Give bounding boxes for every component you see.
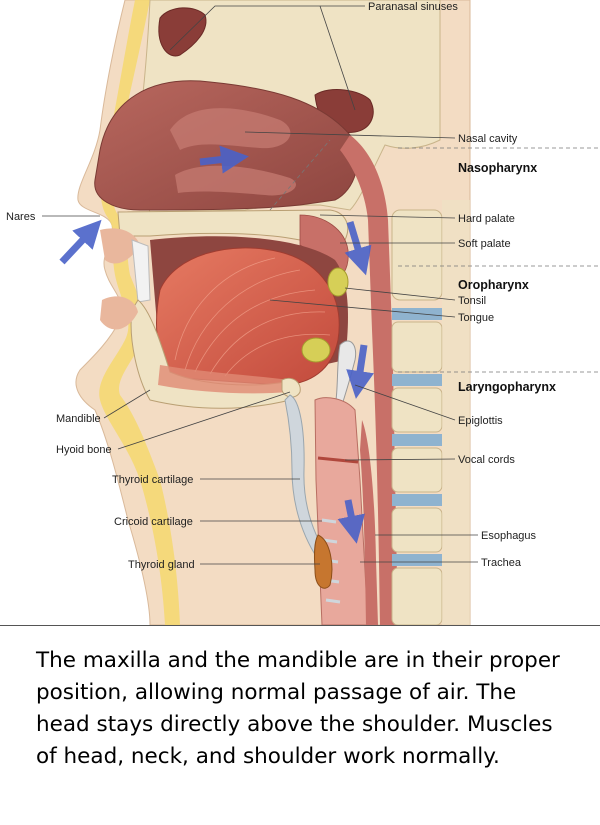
- label-epiglottis: Epiglottis: [458, 415, 503, 427]
- label-nares: Nares: [6, 211, 36, 223]
- caption-text: The maxilla and the mandible are in thei…: [36, 648, 560, 769]
- label-cricoid-cartilage: Cricoid cartilage: [114, 516, 193, 528]
- label-hyoid-bone: Hyoid bone: [56, 444, 112, 456]
- label-nasal-cavity: Nasal cavity: [458, 133, 518, 145]
- tongue-shape: [156, 247, 340, 386]
- pharyngeal-wall: [340, 135, 398, 625]
- lower-lip: [100, 296, 138, 330]
- lingual-tonsil-shape: [301, 337, 331, 363]
- label-laryngopharynx: Laryngopharynx: [458, 380, 556, 394]
- label-mandible: Mandible: [56, 413, 101, 425]
- esophagus-shape: [360, 420, 378, 625]
- frontal-sinus: [158, 7, 207, 57]
- airflow-arrows: [59, 145, 374, 544]
- label-oropharynx: Oropharynx: [458, 278, 529, 292]
- airflow-arrow-oropharynx: [346, 344, 374, 399]
- label-trachea: Trachea: [481, 557, 522, 569]
- airflow-arrow-nares: [59, 219, 102, 265]
- label-nasopharynx: Nasopharynx: [458, 161, 537, 175]
- tongue-fibers: [174, 257, 331, 377]
- geniohyoid-muscle: [158, 365, 290, 394]
- tonsil-shape: [327, 267, 349, 297]
- leader-lines: [42, 5, 600, 565]
- airflow-arrow-nasopharynx: [344, 220, 372, 276]
- vocal-cord-shape: [317, 456, 359, 464]
- label-thyroid-cartilage: Thyroid cartilage: [112, 474, 193, 486]
- thyroid-gland-shape: [313, 534, 333, 589]
- sagittal-head-neck-illustration: Paranasal sinuses Nasal cavity Nasophary…: [6, 0, 600, 625]
- incisors: [131, 239, 151, 303]
- label-paranasal-sinuses: Paranasal sinuses: [368, 1, 458, 13]
- upper-lip: [100, 228, 140, 264]
- vertebral-column: [391, 200, 470, 625]
- airflow-arrow-trachea: [337, 499, 365, 544]
- label-esophagus: Esophagus: [481, 530, 537, 542]
- label-hard-palate: Hard palate: [458, 213, 515, 225]
- label-tongue: Tongue: [458, 312, 494, 324]
- nasal-turbinates: [170, 108, 296, 196]
- label-soft-palate: Soft palate: [458, 238, 511, 250]
- label-tonsil: Tonsil: [458, 295, 486, 307]
- airflow-arrow-nasal: [199, 145, 249, 174]
- label-thyroid-gland: Thyroid gland: [128, 559, 195, 571]
- label-vocal-cords: Vocal cords: [458, 454, 515, 466]
- airway-anatomy-figure: Paranasal sinuses Nasal cavity Nasophary…: [0, 0, 600, 626]
